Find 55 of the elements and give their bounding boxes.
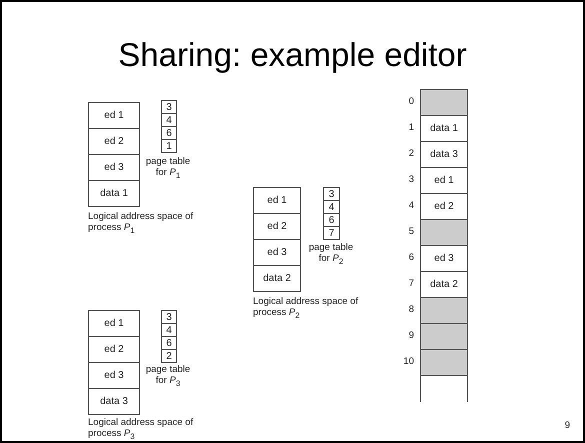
frame-number: 6 — [408, 252, 414, 263]
page-table-entry: 3 — [161, 310, 177, 324]
frame-number: 1 — [408, 122, 414, 133]
memory-page-cell: ed 2 — [253, 213, 301, 240]
page-table-entry: 6 — [161, 126, 177, 140]
page-table-entry: 3 — [161, 100, 177, 114]
frame-number: 0 — [408, 96, 414, 107]
memory-page-cell: ed 3 — [420, 245, 468, 272]
frame-number: 3 — [408, 174, 414, 185]
page-table-entry: 3 — [323, 187, 340, 201]
page-table-entry: 7 — [323, 226, 340, 240]
memory-page-cell: data 3 — [420, 141, 468, 168]
page-table-entry: 4 — [161, 323, 177, 337]
memory-page-cell: data 1 — [88, 180, 140, 207]
frame-number: 9 — [408, 330, 414, 341]
caption: Logical address space of process P$_{1}$ — [88, 211, 194, 236]
memory-page-cell: ed 2 — [88, 128, 140, 155]
frame-number: 8 — [408, 304, 414, 315]
memory-page-cell: ed 3 — [88, 362, 140, 389]
memory-page-cell: ed 3 — [253, 239, 301, 266]
caption: page table for P$_{1}$ — [144, 156, 192, 181]
page-table-entry: 4 — [323, 200, 340, 214]
memory-page-cell: data 1 — [420, 115, 468, 142]
frame-number: 7 — [408, 278, 414, 289]
free-frame-cell — [420, 297, 468, 324]
page-table-entry: 4 — [161, 113, 177, 127]
free-frame-cell — [420, 219, 468, 246]
caption: page table for P$_{2}$ — [308, 242, 354, 267]
caption: Logical address space of process P$_{2}$ — [253, 296, 360, 321]
slide-number: 9 — [564, 420, 570, 431]
memory-page-cell: ed 1 — [420, 167, 468, 194]
frame-number: 4 — [408, 200, 414, 211]
memory-page-cell: data 2 — [420, 271, 468, 298]
memory-page-cell: ed 2 — [420, 193, 468, 220]
memory-page-cell: data 2 — [253, 265, 301, 292]
memory-page-cell: ed 1 — [253, 187, 301, 214]
open-frame-cell — [420, 375, 468, 402]
page-table-entry: 1 — [161, 139, 177, 153]
free-frame-cell — [420, 89, 468, 116]
caption: page table for P$_{3}$ — [144, 364, 192, 389]
frame-number: 10 — [402, 356, 414, 367]
memory-page-cell: data 3 — [88, 388, 140, 415]
page-table-entry: 2 — [161, 349, 177, 363]
free-frame-cell — [420, 349, 468, 376]
page-table-entry: 6 — [323, 213, 340, 227]
free-frame-cell — [420, 323, 468, 350]
memory-page-cell: ed 3 — [88, 154, 140, 181]
memory-page-cell: ed 1 — [88, 102, 140, 129]
slide-title: Sharing: example editor — [117, 36, 468, 74]
page-table-entry: 6 — [161, 336, 177, 350]
memory-page-cell: ed 1 — [88, 310, 140, 337]
frame-number: 5 — [408, 226, 414, 237]
caption: Logical address space of process P$_{3}$ — [88, 417, 194, 442]
frame-number: 2 — [408, 148, 414, 159]
memory-page-cell: ed 2 — [88, 336, 140, 363]
